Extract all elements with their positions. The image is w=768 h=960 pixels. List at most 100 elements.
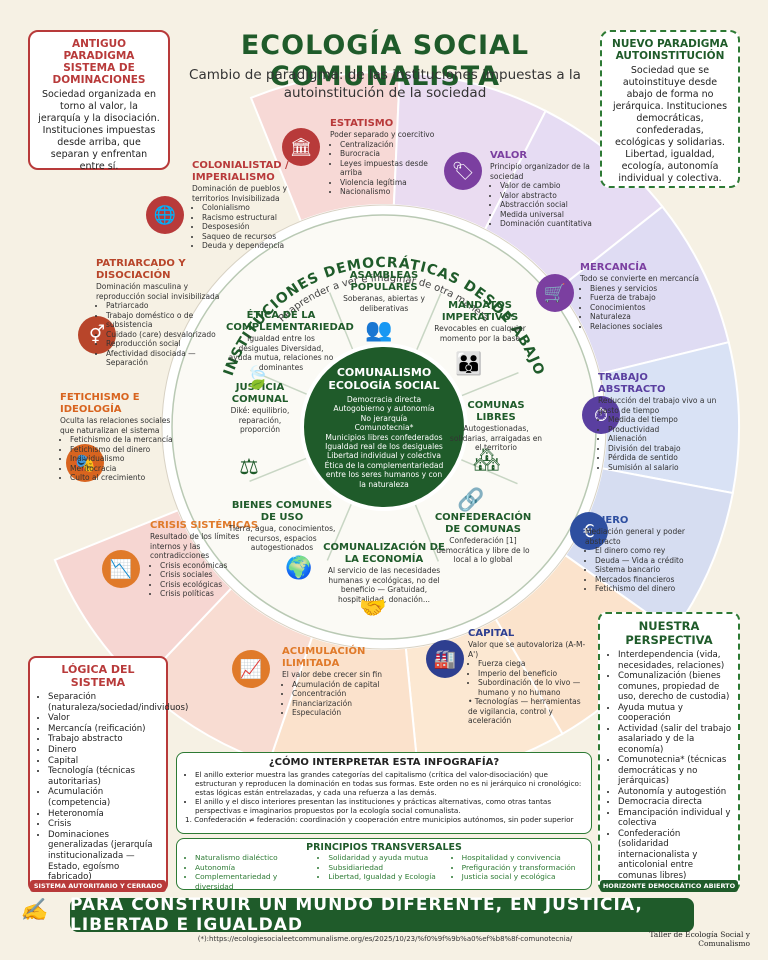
closing-banner: PARA CONSTRUIR UN MUNDO DIFERENTE, EN JU… (70, 895, 694, 935)
outer-segment-item: Cuidado (care) desvalorizado (106, 330, 228, 340)
perspective-item: Comunalización (bienes comunes, propieda… (618, 671, 732, 703)
outer-segment-item: Colonialismo (202, 203, 312, 213)
outer-segment-item: Fetichismo de la mercancía (70, 435, 186, 445)
outer-segment-item: Medida universal (500, 210, 600, 220)
center-title-1: COMUNALISMO (336, 366, 432, 379)
outer-segment-title: TRABAJO ABSTRACTO (598, 372, 666, 395)
outer-segment-item: Desposesión (202, 222, 312, 232)
principle-item: Autonomía (195, 863, 316, 873)
outer-segment-item: Productividad (608, 425, 718, 435)
outer-segment-desc: Resultado de los límites internos y las … (150, 532, 240, 560)
outer-segment-title: PATRIARCADO Y DISOCIACIÓN (96, 258, 186, 281)
center-disk (300, 343, 468, 511)
outer-segment-item: Trabajo doméstico o de subsistencia (106, 311, 228, 330)
principle-item: Solidaridad y ayuda mutua (328, 853, 449, 863)
principle-item: Subsidiariedad (328, 863, 449, 873)
outer-segment-item: Crisis ecológicas (160, 580, 260, 590)
system-logic-item: Crisis (48, 819, 160, 830)
inner-segment-title: COMUNAS LIBRES (467, 400, 525, 423)
outer-segment-desc: Valor que se autovaloriza (A-M-A') (468, 640, 586, 659)
system-logic-item: Acumulación (competencia) (48, 787, 160, 808)
outer-segment-item: Individualismo (70, 454, 186, 464)
center-line: entre los seres humanos y con (325, 470, 443, 480)
perspective-item: Interdependencia (vida, necesidades, rel… (618, 650, 732, 671)
old-paradigm-heading: ANTIGUO PARADIGMA SISTEMA DE DOMINACIONE… (52, 38, 146, 86)
inner-segment-title: MANDATOS IMPERATIVOS (441, 300, 519, 323)
source-url[interactable]: (*):https://ecologiesocialeetcommunalism… (197, 935, 573, 943)
outer-segment-item: Naturaleza (590, 312, 710, 322)
center-line: Comunotecnia* (354, 423, 414, 433)
outer-segment-title: CRISIS SISTÉMICAS (150, 520, 259, 531)
inner-segment-text: Igualdad entre los desiguales Diversidad… (228, 334, 334, 372)
system-logic-item: Tecnología (técnicas autoritarias) (48, 766, 160, 787)
signature: ✍ (20, 898, 48, 923)
outer-segment-item: Afectividad disociada — Separación (106, 349, 228, 368)
inner-segment-title: BIENES COMUNES DE USO (231, 500, 333, 523)
inner-divider (416, 293, 442, 350)
bank-icon: 🏛 (282, 128, 320, 166)
inner-segment-title: JUSTICIA COMUNAL (231, 382, 289, 405)
outer-segment-item: Fuerza ciega (478, 659, 588, 669)
outer-segment-item: Patriarcado (106, 301, 228, 311)
outer-segment-item: Fuerza de trabajo (590, 293, 710, 303)
outer-segment-title: ESTATISMO (330, 118, 394, 129)
inner-divider (249, 457, 307, 483)
delegates-icon: 👪 (455, 352, 483, 377)
outer-segment-desc: Principio organizador de la sociedad (490, 162, 590, 181)
principle-item: Libertad, Igualdad y Ecología (328, 872, 449, 882)
perspective-item: Actividad (salir del trabajo asalariado … (618, 724, 732, 756)
commons-icon: 🌍 (285, 556, 313, 581)
center-line: Libertad individual y colectiva (326, 451, 441, 461)
perspective-item: Democracia directa (618, 797, 732, 808)
howto-item: El anillo y el disco interiores presenta… (195, 797, 583, 815)
outer-segment-item: Dominación cuantitativa (500, 219, 600, 229)
center-line: Igualdad real de los desiguales (325, 442, 443, 452)
inner-segment-text: Autogestionadas, solidarias, arraigadas … (449, 424, 543, 452)
system-logic-footer: SISTEMA AUTORITARIO Y CERRADO (30, 880, 166, 892)
inner-segment-title: CONFEDERACIÓN DE COMUNAS (434, 512, 532, 535)
leaves-icon: 🍃 (243, 366, 271, 391)
outer-segment-title: MERCANCÍA (580, 262, 647, 273)
page-title: ECOLOGÍA SOCIAL COMUNALISTA (240, 30, 530, 92)
perspective-heading: NUESTRA PERSPECTIVA (625, 619, 713, 647)
village-icon: 🏘 (473, 448, 501, 473)
old-paradigm-text: Sociedad organizada en torno al valor, l… (38, 89, 160, 172)
outer-segment-item: División del trabajo (608, 444, 718, 454)
system-logic-item: Trabajo abstracto (48, 734, 160, 745)
new-paradigm-heading: NUEVO PARADIGMA AUTOINSTITUCIÓN (612, 38, 728, 62)
outer-segment-item: Alienación (608, 434, 718, 444)
principles-heading: PRINCIPIOS TRANSVERSALES (306, 842, 462, 853)
outer-segment-item: Sistema bancario (595, 565, 705, 575)
new-paradigm-text: Sociedad que se autoinstituye desde abaj… (612, 65, 728, 184)
page-subtitle: Cambio de paradigma: de las institucione… (189, 67, 581, 101)
outer-segment-title: CAPITAL (468, 628, 515, 639)
howto-note: 1. Confederación ≠ federación: coordinac… (185, 815, 574, 824)
outer-segment-item: Bienes y servicios (590, 284, 710, 294)
outer-segment-title: FETICHISMO E IDEOLOGÍA (60, 392, 140, 415)
outer-segment-item: Financiarización (292, 699, 392, 709)
outer-segment-desc: Reducción del trabajo vivo a un gasto de… (598, 396, 717, 415)
outer-segment-title: DINERO (585, 515, 629, 526)
outer-segment-item: Pérdida de sentido (608, 453, 718, 463)
inner-divider (414, 504, 440, 562)
howto-item: El anillo exterior muestra las grandes c… (195, 770, 583, 797)
inner-divider (328, 292, 354, 350)
outer-segment-item: Especulación (292, 708, 392, 718)
center-line: la naturaleza (359, 479, 409, 489)
outer-segment-item: Deuda — Vida a crédito (595, 556, 705, 566)
system-logic-item: Dominaciones generalizadas (jerarquía in… (48, 830, 160, 883)
outer-segment-item: Nacionalismo (340, 187, 450, 197)
outer-segment-desc: Dominación masculina y reproducción soci… (96, 282, 220, 301)
outer-segment-title: COLONIALISTAD / IMPERIALISMO (192, 160, 289, 183)
